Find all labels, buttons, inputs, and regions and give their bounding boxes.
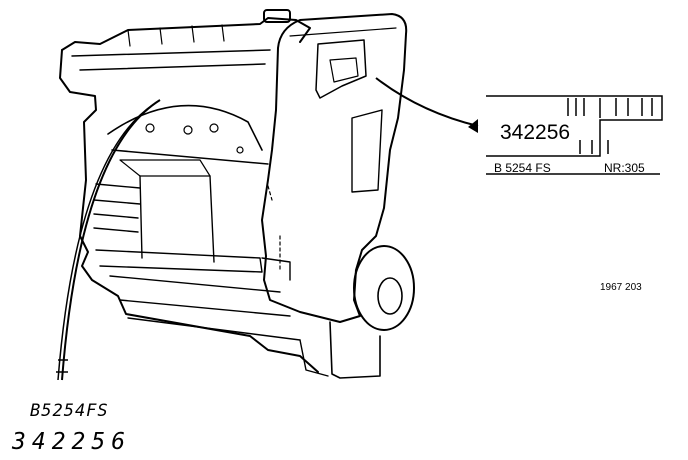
stamped-marking: B5254FS 342256 <box>11 401 131 455</box>
plate-outline <box>486 95 663 175</box>
plate-leader-line <box>375 77 479 133</box>
label-plate: 342256 B 5254 FS NR:305 <box>486 95 663 175</box>
stamped-engine-code: B5254FS <box>30 401 109 421</box>
plate-nr-text: NR:305 <box>604 161 645 175</box>
figure-reference: 1967 203 <box>600 282 642 293</box>
plate-barcode-top <box>567 98 653 118</box>
stamp-leader-line <box>56 99 161 381</box>
engine-block-illustration <box>59 9 415 379</box>
plate-engine-code: B 5254 FS <box>494 161 551 175</box>
stamped-serial-number: 342256 <box>11 429 131 455</box>
plate-barcode-mid <box>579 140 609 154</box>
plate-serial-number: 342256 <box>500 121 570 144</box>
